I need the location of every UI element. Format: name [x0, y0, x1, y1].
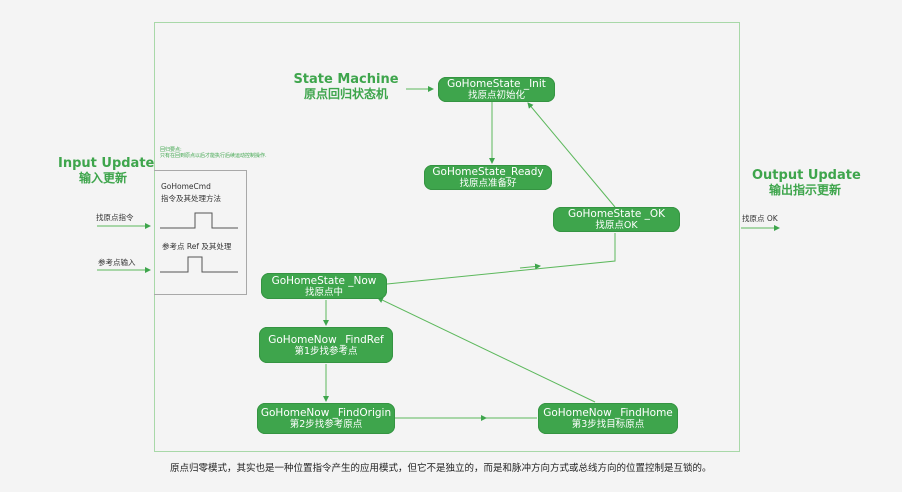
node-now-name: GoHomeState _Now: [271, 274, 377, 287]
node-findhome-name: GoHomeNow _FindHome: [543, 407, 673, 419]
node-gohome-ok[interactable]: GoHomeState _OK 找原点OK: [553, 207, 680, 232]
node-ok-name: GoHomeState _OK: [567, 208, 666, 220]
state-machine-heading: State Machine 原点回归状态机: [292, 72, 400, 101]
signal-cmd-label: 找原点指令: [96, 213, 134, 222]
node-gohome-ready[interactable]: GoHomeState_Ready 找原点准备好: [424, 165, 552, 190]
node-init-name: GoHomeState _Init: [447, 78, 546, 90]
cmd-description: 指令及其处理方法: [161, 194, 221, 203]
waveform-ref: [160, 256, 238, 273]
node-gohome-now[interactable]: GoHomeState _Now 找原点中: [261, 273, 387, 299]
node-findref-desc: 第1步找参考点: [294, 345, 358, 357]
output-update-heading: Output Update 输出指示更新: [752, 168, 861, 197]
signal-ok-label: 找原点 OK: [742, 214, 778, 223]
signal-ref-label: 参考点输入: [98, 258, 136, 267]
waveform-cmd: [160, 212, 238, 229]
node-findref-name: GoHomeNow _FindRef: [268, 333, 384, 346]
node-init-desc: 找原点初始化: [467, 90, 525, 101]
output-update-subtitle: 输出指示更新: [768, 183, 841, 197]
node-ready-name: GoHomeState_Ready: [432, 166, 544, 178]
input-processing-box: [154, 170, 247, 295]
arrow-now-to-ok-head: [519, 263, 541, 270]
node-find-ref[interactable]: GoHomeNow _FindRef 第1步找参考点: [259, 327, 393, 363]
diagram-caption: 原点归零模式，其实也是一种位置指令产生的应用模式，但它不是独立的，而是和脉冲方向…: [170, 463, 712, 474]
input-note-title: 回归要点:: [160, 147, 182, 153]
node-ok-desc: 找原点OK: [595, 220, 638, 231]
arrow-now-to-ok: [386, 233, 616, 285]
node-findorigin-name: GoHomeNow _FindOrigin: [260, 407, 392, 419]
input-update-subtitle: 输入更新: [78, 171, 127, 185]
state-machine-subtitle: 原点回归状态机: [303, 87, 388, 101]
ref-description: 参考点 Ref 及其处理: [162, 242, 232, 251]
input-note-body: 只有在回到原点以后才能执行后续运动控制操作.: [160, 153, 267, 159]
node-findhome-desc: 第3步找目标原点: [571, 419, 645, 430]
state-machine-title: State Machine: [293, 72, 399, 87]
diagram-frame: [154, 22, 740, 452]
arrow-findhome-to-now: [377, 297, 596, 403]
node-find-home[interactable]: GoHomeNow _FindHome 第3步找目标原点: [538, 403, 678, 434]
arrow-ok-to-init: [527, 102, 616, 208]
node-ready-desc: 找原点准备好: [459, 178, 517, 189]
input-update-title: Input Update: [58, 156, 155, 171]
node-find-origin[interactable]: GoHomeNow _FindOrigin 第2步找参考原点: [257, 403, 395, 434]
node-findorigin-desc: 第2步找参考原点: [289, 419, 363, 430]
cmd-title: GoHomeCmd: [161, 182, 211, 191]
output-update-title: Output Update: [752, 168, 861, 183]
node-now-desc: 找原点中: [304, 286, 343, 298]
input-update-heading: Input Update 输入更新: [58, 156, 155, 185]
node-gohome-init[interactable]: GoHomeState _Init 找原点初始化: [438, 77, 555, 102]
